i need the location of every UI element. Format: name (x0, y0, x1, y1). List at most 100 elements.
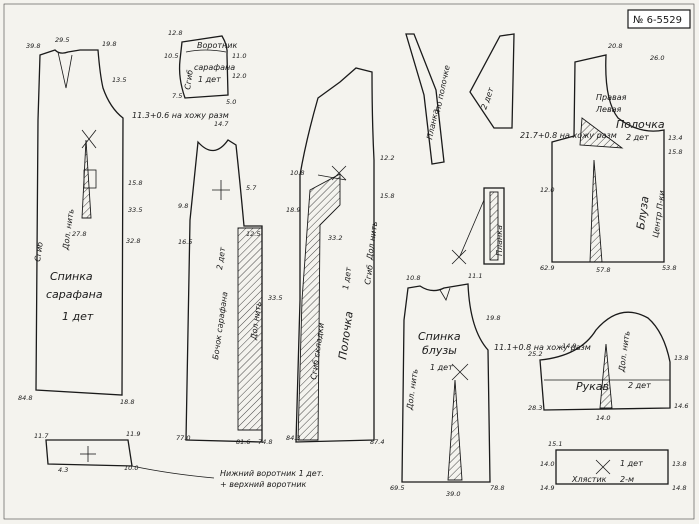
meas: 62.9 (540, 264, 554, 272)
piece-side-sarafan: Бочок сарафана 2 дет Дол нить 14.7 5.7 9… (176, 120, 282, 446)
strap-label-1: Планка (425, 108, 440, 140)
meas: 11.0 (232, 52, 246, 60)
meas: 20.8 (608, 42, 622, 50)
meas: 12.0 (232, 72, 246, 80)
meas: 13.8 (674, 354, 688, 362)
piece-collar-sarafan: Воротник сарафана 1 дет Сгиб 12.8 11.0 1… (164, 29, 246, 106)
blouse-front-count: 2 дет (626, 133, 649, 142)
meas: 11.7 (34, 432, 49, 440)
blouse-title: Блуза (634, 195, 652, 230)
meas: 15.8 (128, 179, 142, 187)
meas: 19.8 (102, 40, 116, 48)
bow-count: 2-м (620, 475, 634, 484)
meas: 84.8 (18, 394, 32, 402)
meas: 13.4 (668, 134, 682, 142)
meas: 5.7 (246, 184, 257, 192)
meas: 87.4 (370, 438, 384, 446)
meas: 78.8 (490, 484, 504, 492)
pocket-strip-label: Планка (495, 225, 504, 256)
meas: 5.0 (226, 98, 236, 106)
meas: 33.5 (268, 294, 282, 302)
meas: 12.8 (168, 29, 182, 37)
sleeve-name: Рукав (576, 380, 609, 393)
meas: 28.3 (528, 404, 542, 412)
meas: 14.0 (540, 460, 554, 468)
blouse-front-note: 21.7+0.8 на хожу разм (520, 131, 617, 140)
meas: 12.5 (246, 230, 260, 238)
meas: 26.0 (650, 54, 664, 62)
sleeve-grain: Дол. нить (617, 330, 632, 373)
meas: 53.8 (662, 264, 676, 272)
meas: 10.5 (164, 52, 178, 60)
meas: 74.8 (258, 438, 272, 446)
meas: 81.6 (236, 438, 250, 446)
collar-name-2: сарафана (194, 63, 235, 72)
back-sarafan-count: 1 дет (62, 310, 94, 323)
back-sarafan-note: 11.3+0.6 на хожу разм (132, 111, 229, 120)
meas: 29.5 (55, 36, 69, 44)
back-sarafan-name-1: Спинка (50, 270, 93, 283)
bow-name: Хлястик (571, 475, 607, 484)
meas: 33.2 (328, 234, 342, 242)
meas: 9.8 (178, 202, 188, 210)
meas: 15.8 (380, 192, 394, 200)
piece-strap-2: 2 дет (469, 33, 515, 129)
collar-name-1: Воротник (197, 41, 237, 50)
meas: 10.0 (124, 464, 138, 472)
meas: 11.9 (126, 430, 140, 438)
bow-count-2: 1 дет (620, 459, 643, 468)
back-sarafan-name-2: сарафана (46, 288, 103, 301)
front-panel-fold: Сгиб (363, 264, 375, 285)
meas: 12.0 (540, 186, 554, 194)
piece-front-panel: Сгиб складки Полочка 1 дет Сгиб Дол нить… (286, 67, 394, 446)
front-panel-name: Полочка (336, 310, 356, 360)
meas: 27.8 (72, 230, 86, 238)
meas: 12.2 (380, 154, 394, 162)
piece-pocket-strip: Планка (451, 187, 505, 265)
meas: 10.8 (406, 274, 420, 282)
meas: 18.8 (120, 398, 134, 406)
piece-back-sarafan: Спинка сарафана 1 дет Дол. нить Сгиб 11.… (18, 36, 229, 406)
meas: 84.3 (286, 434, 300, 442)
back-blouse-count: 1 дет (430, 363, 453, 372)
meas: 7.5 (172, 92, 182, 100)
lower-collar-note-1: Нижний воротник 1 дет. (220, 469, 324, 478)
sheet-number-box: № 6-5529 (627, 9, 691, 29)
sleeve-count: 2 дет (628, 381, 651, 390)
meas: 69.5 (390, 484, 404, 492)
back-blouse-name-1: Спинка (418, 330, 461, 343)
piece-sleeve: Рукав 2 дет Дол. нить 14.9 25.2 13.8 28.… (528, 311, 688, 422)
meas: 14.7 (214, 120, 229, 128)
strap-label-3: 2 дет (479, 86, 495, 111)
piece-bow: 1 дет Хлястик 2-м 15.1 14.0 14.9 14.8 13… (540, 440, 686, 492)
blouse-front-name: Полочка (616, 118, 665, 131)
meas: 4.3 (58, 466, 68, 474)
meas: 25.2 (528, 350, 542, 358)
sheet-border (3, 3, 695, 520)
front-panel-count: 1 дет (341, 266, 353, 290)
side-sarafan-count: 2 дет (215, 246, 227, 270)
meas: 14.9 (562, 342, 576, 350)
piece-blouse-front: Правая Левая Полочка 2 дет Блуза Центр П… (520, 42, 682, 274)
meas: 14.6 (674, 402, 688, 410)
meas: 39.8 (26, 42, 40, 50)
piece-strap-1: Планка по полочке (405, 33, 452, 165)
lower-collar-note-2: + верхний воротник (220, 480, 307, 489)
meas: 77.0 (176, 434, 190, 442)
meas: 18.9 (286, 206, 300, 214)
collar-count: 1 дет (198, 75, 221, 84)
sheet-number: № 6-5529 (633, 15, 682, 26)
back-sarafan-fold: Сгиб (33, 241, 45, 262)
meas: 15.1 (548, 440, 562, 448)
front-panel-grain: Дол нить (365, 221, 379, 262)
meas: 32.8 (126, 237, 140, 245)
meas: 19.8 (486, 314, 500, 322)
blouse-front-left: Левая (595, 105, 622, 114)
meas: 10.8 (290, 169, 304, 177)
back-blouse-note: 11.1+0.8 на хожу разм (494, 343, 591, 352)
side-sarafan-name: Бочок сарафана (211, 291, 229, 360)
meas: 14.0 (596, 414, 610, 422)
collar-fold: Сгиб (183, 69, 195, 90)
meas: 14.8 (672, 484, 686, 492)
